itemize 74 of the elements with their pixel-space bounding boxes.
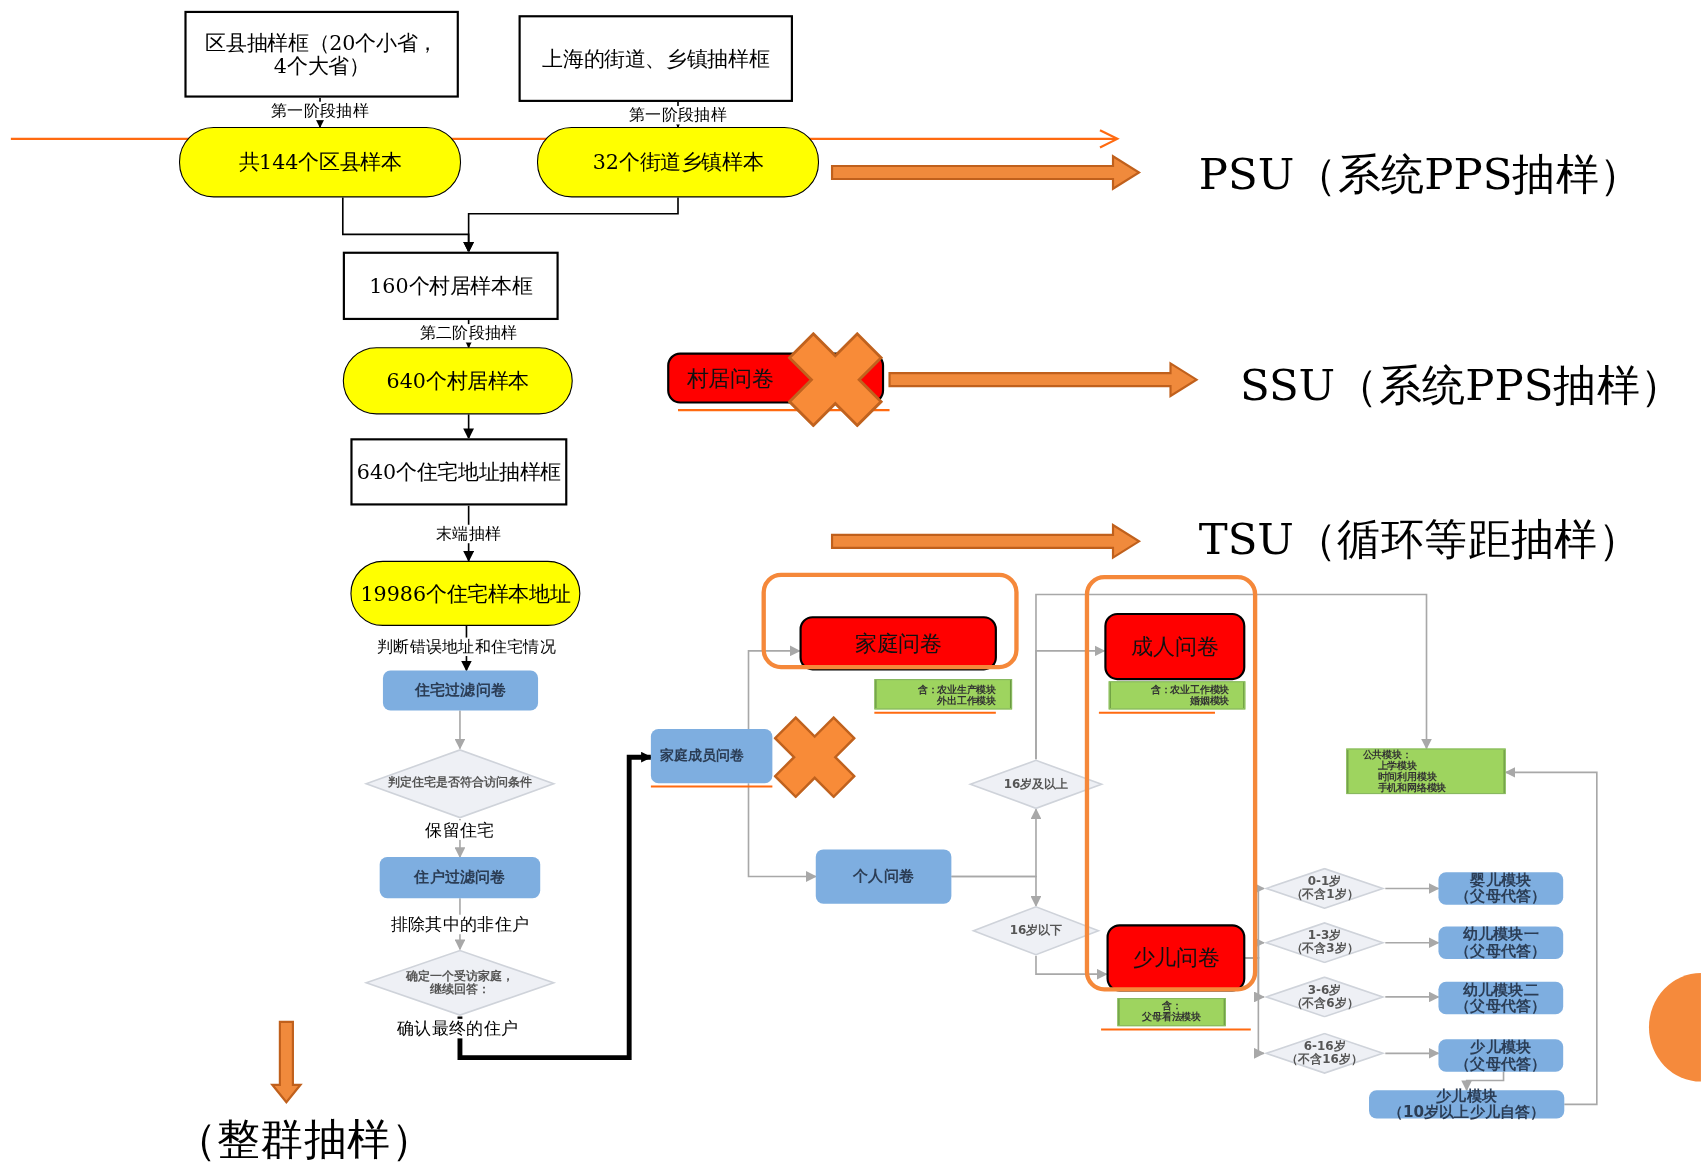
sampling-label: （整群抽样） — [173, 1117, 434, 1161]
diamond-label: 1-3岁（不含3岁） — [1289, 929, 1360, 956]
connector-arrow — [1035, 593, 1432, 761]
connector-arrow — [1504, 766, 1598, 1106]
decision-diamond — [362, 748, 558, 819]
edge-label: 第一阶段抽样 — [269, 101, 371, 120]
module-text: 上学模块 — [1377, 761, 1417, 772]
questionnaire-box: 成人问卷 — [1104, 612, 1246, 681]
module-box: 少儿模块（10岁以上少儿自答） — [1369, 1090, 1565, 1119]
decision-diamond — [1263, 922, 1386, 964]
diamond-label: 16岁以下 — [1008, 924, 1064, 938]
connector-arrow — [454, 709, 466, 750]
diamond-label: 6-16岁（不含16岁） — [1285, 1040, 1364, 1067]
module-box: 婴儿模块（父母代答） — [1438, 872, 1564, 905]
module-box — [1108, 681, 1246, 710]
connector-arrow — [1384, 937, 1440, 949]
sample-pill: 19986个住宅样本地址 — [350, 560, 581, 626]
questionnaire-box: 家庭成员问卷 — [650, 729, 773, 784]
module-box: 幼儿模块二（父母代答） — [1438, 981, 1564, 1015]
sample-pill: 32个街道乡镇样本 — [537, 126, 819, 198]
cross-mark — [773, 715, 856, 799]
sample-pill: 640个村居样本 — [342, 347, 573, 415]
decision-diamond — [1263, 1032, 1386, 1074]
module-text: 含：农业生产模块 — [917, 685, 996, 696]
sampling-label: TSU（循环等距抽样） — [1198, 517, 1642, 561]
frame-box: 上海的街道、乡镇抽样框 — [518, 15, 793, 102]
connector-arrow — [1384, 991, 1440, 1003]
edge-label: 第一阶段抽样 — [627, 106, 729, 124]
module-text: 婚姻模块 — [1190, 696, 1230, 708]
frame-box: 640个住宅地址抽样框 — [350, 438, 568, 506]
sampling-label: SSU（系统PPS抽样） — [1239, 363, 1684, 407]
connector-arrow — [457, 751, 652, 1061]
edge-label: 判断错误地址和住宅情况 — [374, 637, 559, 656]
decision-diamond — [967, 759, 1105, 810]
questionnaire-box: 住宅过滤问卷 — [382, 670, 539, 711]
sampling-label: PSU（系统PPS抽样） — [1198, 151, 1643, 196]
module-box — [1346, 748, 1506, 795]
edge-label: 末端抽样 — [433, 524, 504, 543]
connector-arrow — [1035, 954, 1108, 980]
decision-diamond — [970, 905, 1102, 956]
module-text: 外出工作模块 — [937, 696, 996, 708]
questionnaire-box: 个人问卷 — [815, 849, 952, 904]
connector-arrow — [463, 413, 475, 440]
module-text: 时间利用模块 — [1376, 772, 1437, 783]
module-box — [874, 679, 1013, 710]
connector-arrow — [1244, 957, 1265, 1059]
diamond-label: 16岁及以上 — [1002, 777, 1070, 791]
decision-diamond — [1263, 976, 1386, 1018]
connector-arrow — [1384, 883, 1440, 894]
cross-mark — [787, 331, 884, 428]
edge-label: 保留住宅 — [423, 820, 497, 840]
diamond-label: 确定一个受访家庭，继续回答： — [404, 969, 515, 996]
module-text: 手机和网络模块 — [1376, 782, 1447, 794]
connector-arrow — [747, 645, 801, 730]
module-box: 少儿模块（父母代答） — [1438, 1039, 1564, 1072]
edge-label: 第二阶段抽样 — [417, 324, 520, 342]
diamond-label: 判定住宅是否符合访问条件 — [387, 777, 533, 791]
diamond-label: 0-1岁（不含1岁） — [1289, 875, 1360, 902]
module-box: 幼儿模块一（父母代答） — [1438, 926, 1564, 959]
connector-arrow — [950, 875, 1042, 907]
decision-diamond — [1263, 867, 1386, 910]
decision-diamond — [362, 949, 558, 1017]
frame-box: 160个村居样本框 — [342, 251, 559, 320]
sample-pill: 共144个区县样本 — [179, 126, 462, 198]
module-text: 含：农业工作模块 — [1150, 685, 1230, 696]
connector-arrow — [1384, 1047, 1440, 1059]
diamond-label: 3-6岁（不含6岁） — [1289, 983, 1360, 1011]
connector-arrow — [1461, 1070, 1505, 1092]
frame-box: 区县抽样框（20个小省，4个大省） — [184, 10, 459, 98]
connector-arrow — [463, 196, 679, 253]
questionnaire-box: 住户过滤问卷 — [379, 857, 541, 899]
questionnaire-box: 家庭问卷 — [799, 616, 997, 671]
connector-arrow — [747, 782, 817, 882]
module-box: 含：父母看法模块 — [1117, 998, 1226, 1027]
